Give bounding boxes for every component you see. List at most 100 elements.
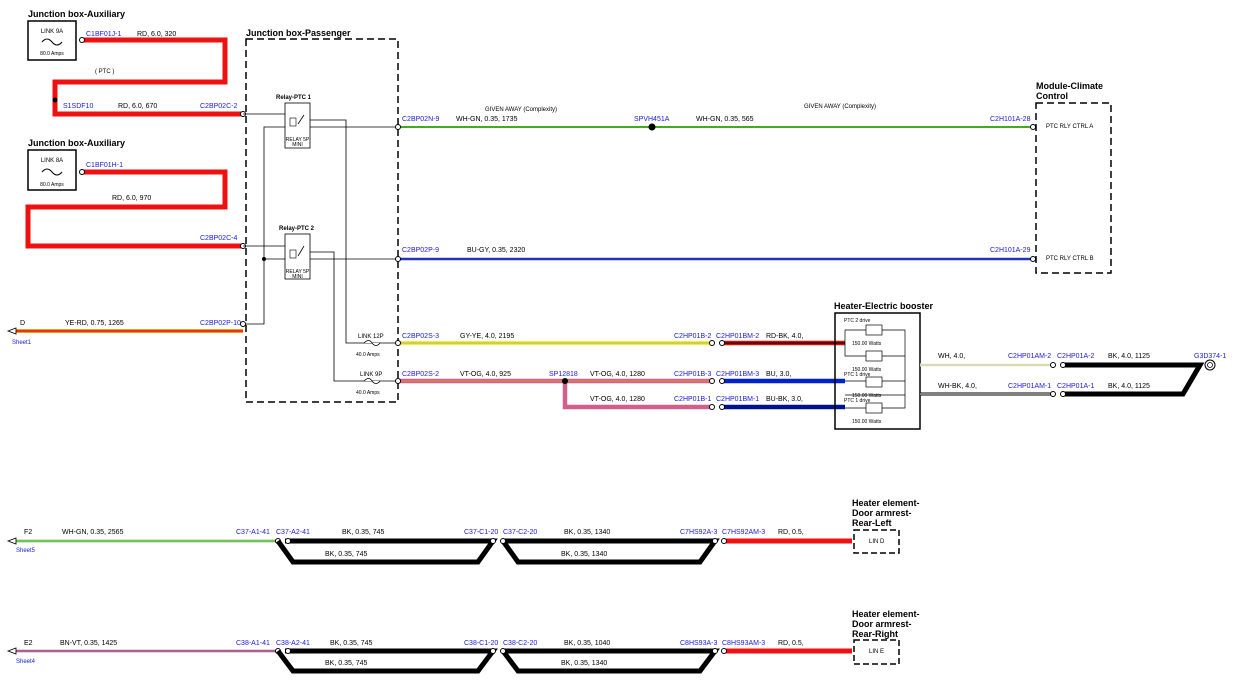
relay-coil-icon — [289, 249, 297, 259]
connector-pin — [79, 37, 85, 43]
wire-label: RD, 0.5, — [778, 640, 804, 647]
jb-aux-2-title: Junction box-Auxiliary — [28, 138, 125, 148]
connector-pin — [709, 378, 715, 384]
connector-pin — [719, 378, 725, 384]
connector-label: C7HS92AM-3 — [722, 529, 765, 536]
heater-rl-title: Heater element- — [852, 498, 920, 508]
connector-label: C2HP01BM-2 — [716, 333, 759, 340]
connector-pin — [79, 169, 85, 175]
connector-label: C37-C2-20 — [503, 529, 537, 536]
fuse-box-link8a — [27, 149, 77, 191]
wire-black-ground — [1063, 362, 1205, 397]
connector-pin — [395, 124, 401, 130]
connector-label: C2HP01B-1 — [674, 396, 711, 403]
wire-label: RD, 6.0, 970 — [112, 195, 151, 202]
connector-label: C2BP02P-9 — [402, 247, 439, 254]
splice-dot — [262, 257, 266, 261]
connector-label: C2HP01B-3 — [674, 371, 711, 378]
offsheet-arrow-icon[interactable] — [6, 327, 17, 335]
heater-element-icon — [865, 350, 883, 362]
fuse-label: LINK 12P — [358, 334, 384, 340]
sheet-link[interactable]: Sheet5 — [16, 548, 36, 554]
pin-label: PTC RLY CTRL B — [1046, 256, 1094, 262]
connector-pin — [490, 538, 496, 544]
wire-black-loop — [275, 538, 498, 565]
heater-drive-label: PTC 1 drive — [844, 398, 871, 404]
heater-drive-label: PTC 2 drive — [844, 318, 871, 324]
connector-label: C37-C1-20 — [464, 529, 498, 536]
connector-label: C2BP02N-9 — [402, 116, 439, 123]
connector-pin — [500, 648, 506, 654]
heater-rr-title: Rear-Right — [852, 629, 898, 639]
connector-label: C2H101A-29 — [990, 247, 1031, 254]
heater-booster-box — [834, 312, 921, 430]
connector-label: C2H101A-28 — [990, 116, 1031, 123]
sheet-link[interactable]: Sheet4 — [16, 659, 36, 665]
jb-internal-wiring — [243, 113, 398, 382]
connector-label: C38-C2-20 — [503, 640, 537, 647]
connector-label: C37-A2-41 — [276, 529, 310, 536]
jb-passenger-title: Junction box-Passenger — [246, 28, 351, 38]
relay-sub: MINI — [292, 274, 303, 280]
module-title-line1: Module-Climate — [1036, 81, 1103, 91]
wire-label: BK, 0.35, 745 — [325, 660, 368, 667]
offsheet-ref: E2 — [24, 640, 33, 647]
pin-label: LIN D — [869, 539, 885, 545]
wire-label: VT-OG, 4.0, 1280 — [590, 371, 645, 378]
connector-label: G3D374-1 — [1194, 353, 1226, 360]
splice-dot — [562, 378, 568, 384]
offsheet-arrow-icon[interactable] — [6, 537, 17, 545]
connector-pin — [719, 404, 725, 410]
heater-rr-title: Heater element- — [852, 609, 920, 619]
connector-label: C2BP02C-2 — [200, 103, 237, 110]
wire-label: RD-BK, 4.0, — [766, 333, 803, 340]
wire-label: VT-OG, 4.0, 1280 — [590, 396, 645, 403]
fuse-label: LINK 8A — [41, 158, 63, 164]
relay-sub: MINI — [292, 142, 303, 148]
wire-label: WH, 4.0, — [938, 353, 965, 360]
connector-pin — [1030, 256, 1036, 262]
connector-pin — [709, 404, 715, 410]
connector-label: S1SDF10 — [63, 103, 93, 110]
offsheet-ref: F2 — [24, 529, 32, 536]
connector-label: SPVH451A — [634, 116, 670, 123]
fuse-rating: 80.0 Amps — [40, 51, 64, 57]
wire-note: GIVEN AWAY (Complexity) — [485, 107, 557, 113]
wire-label: BK, 0.35, 1340 — [561, 660, 607, 667]
pin-label: PTC RLY CTRL A — [1046, 124, 1093, 130]
wire-label: BK, 0.35, 745 — [342, 529, 385, 536]
fuse-label: LINK 9A — [41, 29, 63, 35]
relay-ptc1-box — [284, 102, 311, 149]
wire-label: BK, 0.35, 1340 — [564, 529, 610, 536]
connector-pin — [240, 321, 246, 327]
connector-label: C38-A2-41 — [276, 640, 310, 647]
heater-watts: 150.00 Watts — [852, 341, 882, 347]
wire-label: BN-VT, 0.35, 1425 — [60, 640, 117, 647]
relay-sub: RELAY 5P — [286, 269, 310, 275]
connector-label: C8HS93AM-3 — [722, 640, 765, 647]
sheet-link[interactable]: Sheet1 — [12, 340, 32, 346]
wire-black-loop — [500, 538, 720, 565]
heater-element-icon — [865, 376, 883, 388]
connector-label: C2HP01BM-3 — [716, 371, 759, 378]
wire-label: BK, 4.0, 1125 — [1108, 353, 1150, 360]
splice-dot — [52, 97, 58, 103]
connector-pin — [395, 340, 401, 346]
connector-label: C8HS93A-3 — [680, 640, 717, 647]
wire-label: WH-GN, 0.35, 565 — [696, 116, 754, 123]
fuse-icon — [363, 340, 381, 346]
connector-pin — [712, 538, 718, 544]
offsheet-arrow-icon[interactable] — [6, 647, 17, 655]
connector-label: C37-A1-41 — [236, 529, 270, 536]
connector-label: C38-A1-41 — [236, 640, 270, 647]
heater-element-icon — [865, 324, 883, 336]
connector-pin — [285, 538, 291, 544]
wire-label: VT-OG, 4.0, 925 — [460, 371, 511, 378]
heater-rr-title: Door armrest- — [852, 619, 912, 629]
relay-title: Relay-PTC 2 — [279, 226, 315, 232]
wire-label: BK, 0.35, 1340 — [561, 551, 607, 558]
connector-pin — [1030, 124, 1036, 130]
relay-switch-icon — [297, 114, 305, 125]
wire-label: WH-BK, 4.0, — [938, 383, 977, 390]
